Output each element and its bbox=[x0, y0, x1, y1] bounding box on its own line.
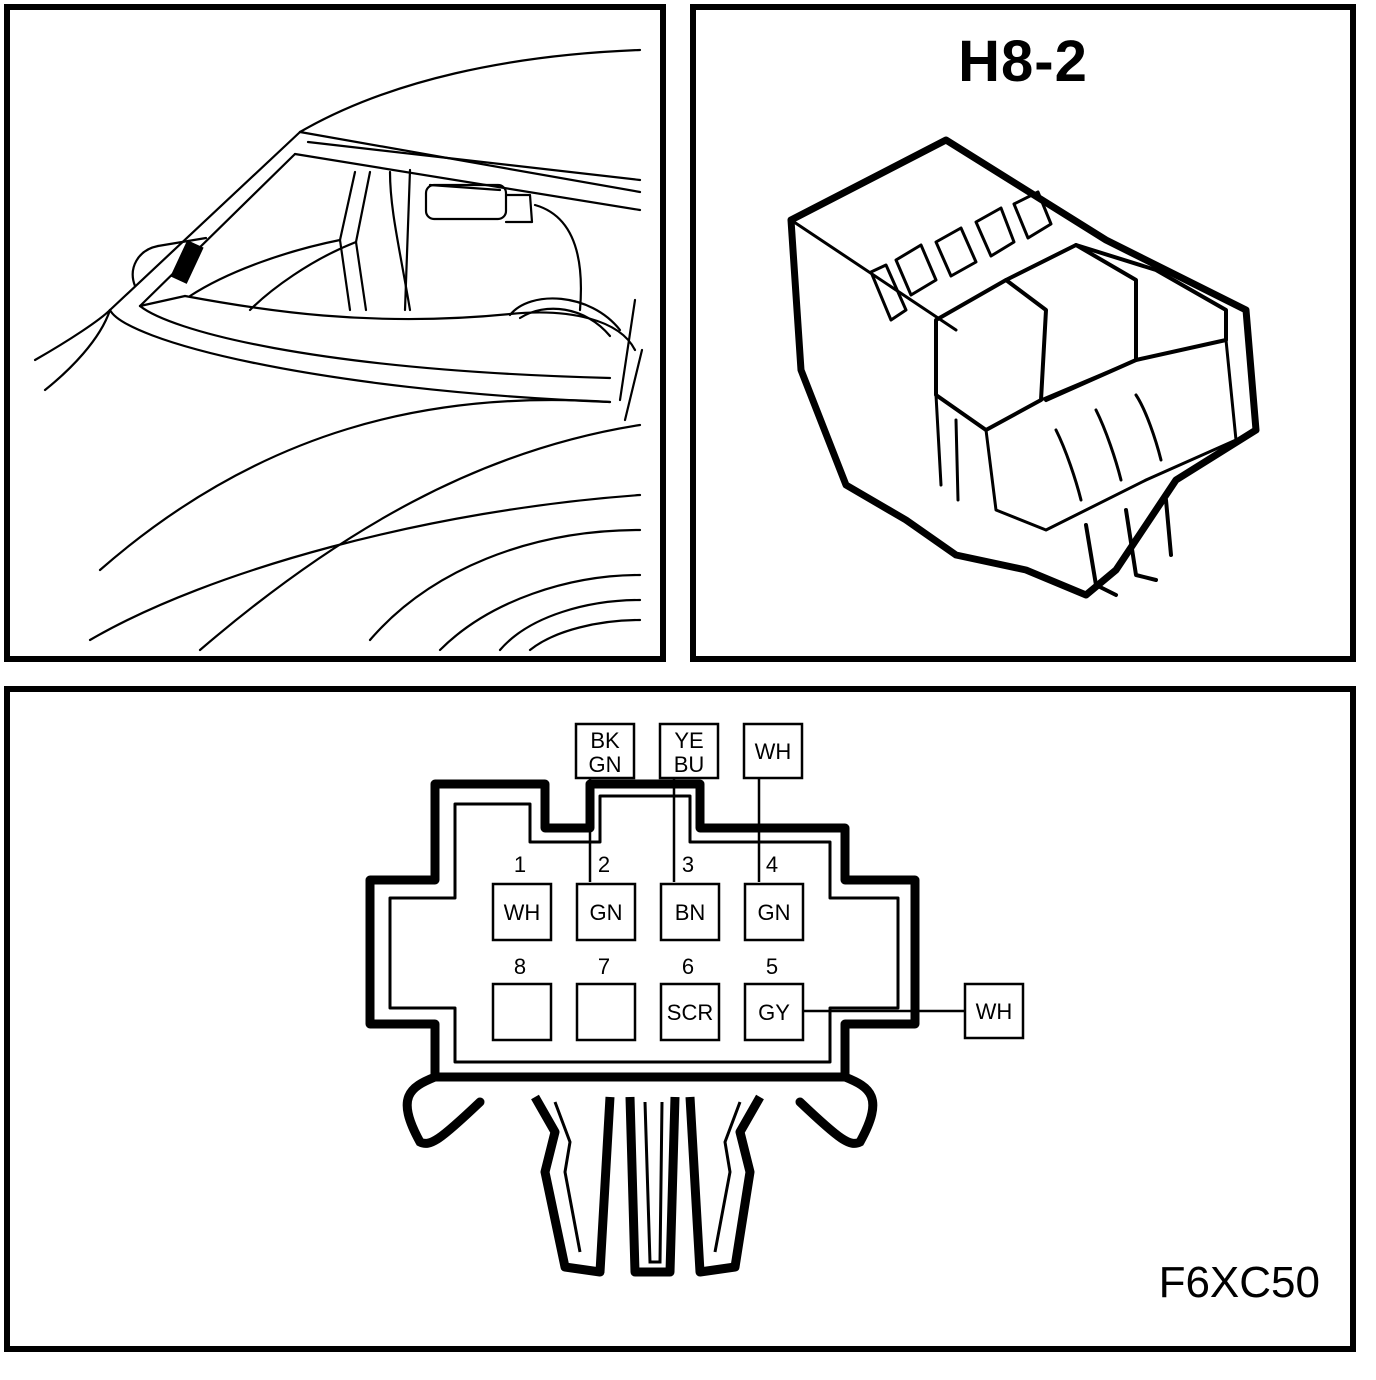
pin-6: 6 SCR bbox=[659, 954, 721, 1042]
pin-2: 2 GN bbox=[575, 852, 637, 942]
pin-6-number: 6 bbox=[682, 954, 694, 979]
pinout-diagram: BK GN YE BU WH WH 1 WH 2 GN 3 bbox=[365, 722, 1025, 1277]
location-view-panel bbox=[4, 4, 666, 662]
pin-2-color: GN bbox=[590, 900, 623, 925]
pin-8-number: 8 bbox=[514, 954, 526, 979]
connector-view-panel: H8-2 bbox=[690, 4, 1356, 662]
pinout-panel: BK GN YE BU WH WH 1 WH 2 GN 3 bbox=[4, 686, 1356, 1352]
wire-2-line2: GN bbox=[589, 752, 622, 777]
wire-3-line2: BU bbox=[674, 752, 705, 777]
wire-label-3: YE BU bbox=[658, 722, 720, 780]
figure-code: F6XC50 bbox=[1158, 1258, 1320, 1307]
pin-5: 5 GY bbox=[743, 954, 805, 1042]
pin-5-color: GY bbox=[758, 1000, 790, 1025]
pin-1: 1 WH bbox=[491, 852, 553, 942]
wire-4-color: WH bbox=[755, 739, 792, 764]
pin-3-number: 3 bbox=[682, 852, 694, 877]
wire-label-2: BK GN bbox=[574, 722, 636, 780]
connector-title: H8-2 bbox=[958, 29, 1088, 94]
pin-1-number: 1 bbox=[514, 852, 526, 877]
pin-5-number: 5 bbox=[766, 954, 778, 979]
pin-6-color: SCR bbox=[667, 1000, 713, 1025]
pin-7: 7 bbox=[575, 954, 637, 1042]
pin-3: 3 BN bbox=[659, 852, 721, 942]
pin-8: 8 bbox=[491, 954, 553, 1042]
housing-outline bbox=[365, 779, 920, 1082]
pin-4-color: GN bbox=[758, 900, 791, 925]
wire-label-4: WH bbox=[742, 722, 804, 780]
connector-3d-illustration bbox=[787, 136, 1260, 599]
wire-3-line1: YE bbox=[674, 728, 703, 753]
pin-7-number: 7 bbox=[598, 954, 610, 979]
wire-5-color: WH bbox=[976, 999, 1013, 1024]
pin-3-color: BN bbox=[675, 900, 706, 925]
pin-4: 4 GN bbox=[743, 852, 805, 942]
pin-2-number: 2 bbox=[598, 852, 610, 877]
wire-label-5: WH bbox=[963, 982, 1025, 1040]
pin-1-color: WH bbox=[504, 900, 541, 925]
car-interior-illustration bbox=[33, 48, 644, 652]
pin-4-number: 4 bbox=[766, 852, 778, 877]
wire-2-line1: BK bbox=[590, 728, 620, 753]
